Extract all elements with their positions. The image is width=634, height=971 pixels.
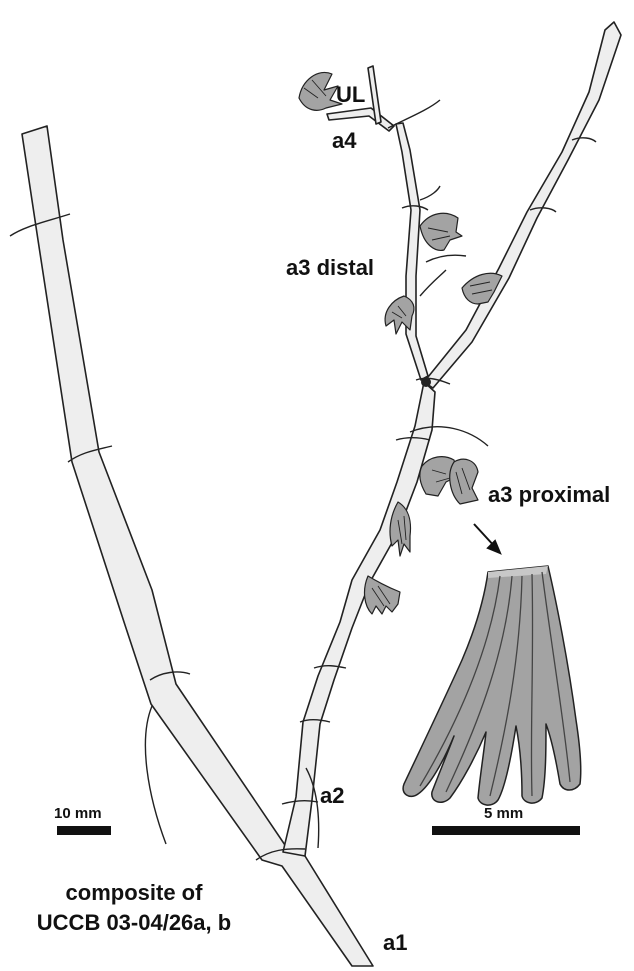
filament — [145, 706, 166, 844]
a3-right-branch — [424, 22, 621, 388]
filament — [388, 100, 440, 128]
leaf-lower-b — [365, 576, 400, 614]
label-ul: UL — [336, 82, 365, 108]
label-a1: a1 — [383, 930, 407, 956]
scale-label-10mm: 10 mm — [54, 805, 102, 822]
scale-bar-10mm — [57, 826, 111, 835]
caption-line-1: composite of — [14, 878, 254, 908]
main-axis-stem — [22, 126, 373, 966]
label-a2: a2 — [320, 783, 344, 809]
leaf-a3-distal-lower — [385, 296, 414, 334]
scale-label-5mm: 5 mm — [484, 805, 523, 822]
enlarged-leaf-detail — [403, 566, 581, 805]
branch-node — [421, 377, 431, 387]
label-a3-proximal: a3 proximal — [488, 482, 610, 508]
filament — [420, 270, 446, 296]
leaf-a3-distal-upper — [420, 213, 462, 250]
label-a4: a4 — [332, 128, 356, 154]
figure-caption: composite of UCCB 03-04/26a, b — [14, 878, 254, 938]
a3-distal-branch — [396, 123, 428, 380]
scale-bar-5mm — [432, 826, 580, 835]
pointer-arrow — [474, 524, 500, 553]
caption-line-2: UCCB 03-04/26a, b — [14, 908, 254, 938]
label-a3-distal: a3 distal — [286, 255, 374, 281]
leaf-a3-proximal-b — [450, 459, 478, 504]
filament — [426, 255, 466, 262]
filament — [420, 186, 440, 200]
